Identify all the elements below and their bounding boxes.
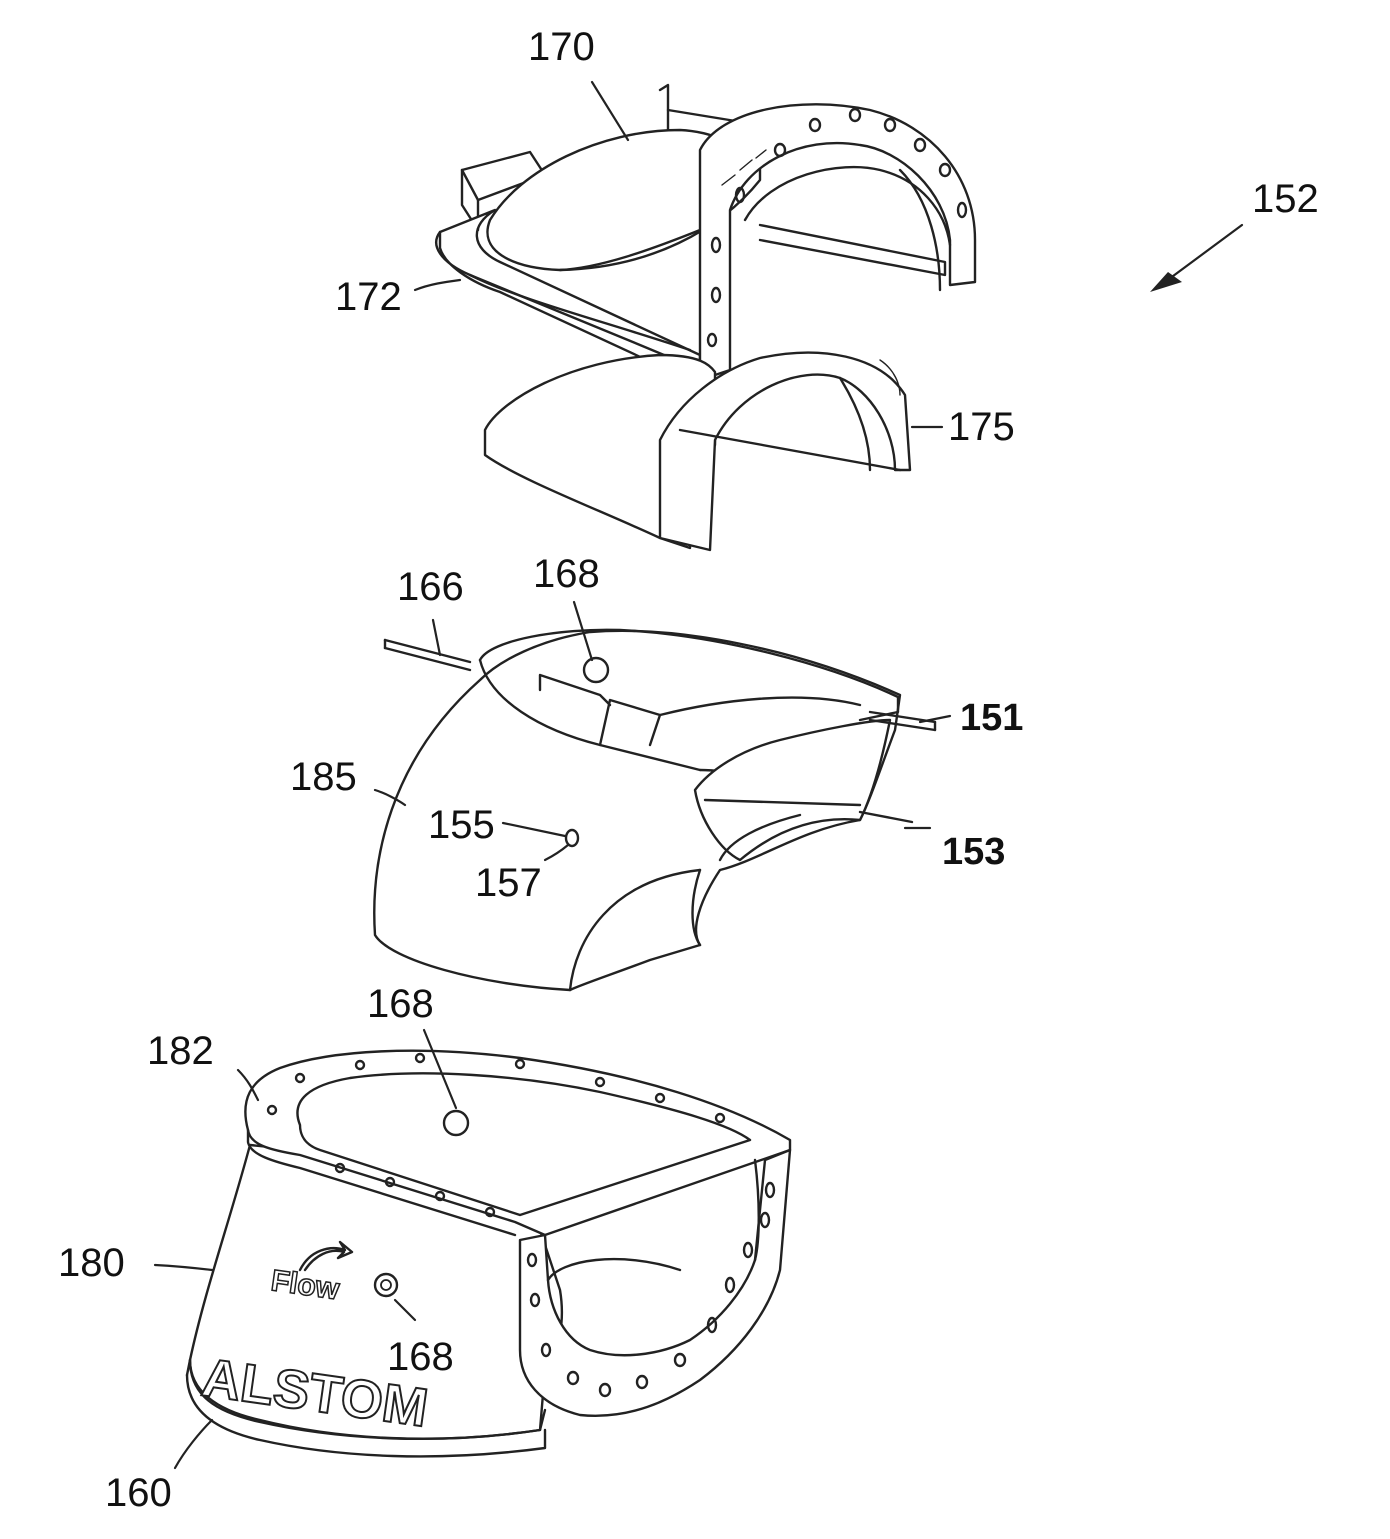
top-hood-170 bbox=[436, 85, 975, 385]
label-168-base-side: 168 bbox=[387, 1335, 454, 1379]
label-166: 166 bbox=[397, 565, 464, 609]
label-153: 153 bbox=[942, 831, 1005, 873]
label-157: 157 bbox=[475, 861, 542, 905]
liner-shell-175 bbox=[485, 353, 910, 550]
label-168-base-top: 168 bbox=[367, 982, 434, 1026]
label-180: 180 bbox=[58, 1241, 125, 1285]
label-185: 185 bbox=[290, 755, 357, 799]
label-170: 170 bbox=[528, 25, 595, 69]
label-182: 182 bbox=[147, 1029, 214, 1073]
label-172: 172 bbox=[335, 275, 402, 319]
label-155: 155 bbox=[428, 803, 495, 847]
label-160: 160 bbox=[105, 1471, 172, 1515]
label-168-elbow: 168 bbox=[533, 552, 600, 596]
label-152: 152 bbox=[1252, 177, 1319, 221]
label-175: 175 bbox=[948, 405, 1015, 449]
label-151: 151 bbox=[960, 697, 1023, 739]
